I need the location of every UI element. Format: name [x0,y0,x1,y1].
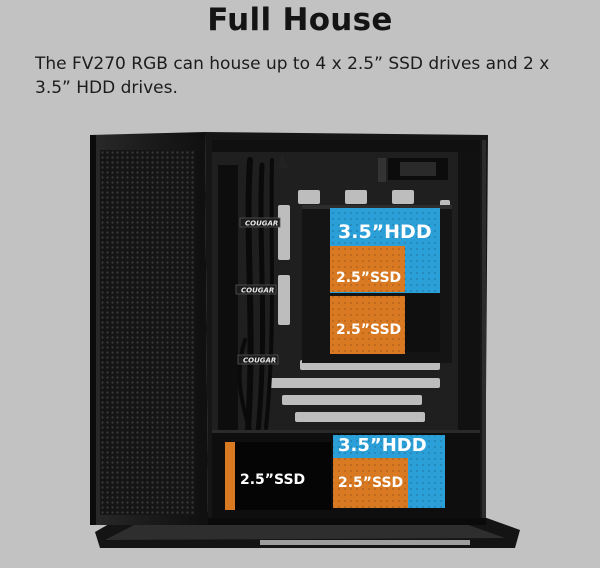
cable-channel [218,165,238,515]
lower-ssd-black-label: 2.5”SSD [240,472,305,488]
description-text: The FV270 RGB can house up to 4 x 2.5” S… [35,54,550,98]
upper-ssd-1-label: 2.5”SSD [336,270,401,286]
strap-brand-label: COUGAR [243,357,276,365]
lower-ssd-orange-label: 2.5”SSD [338,475,403,491]
cable-cutouts [270,190,450,422]
upper-ssd-2-label: 2.5”SSD [336,322,401,338]
upper-hdd-label: 3.5”HDD [338,221,432,243]
rear-pillar [458,140,480,520]
front-mesh [100,150,195,515]
lower-hdd-label: 3.5”HDD [338,435,427,456]
lower-ssd-black [225,442,331,510]
strap-brand-label: COUGAR [241,287,274,295]
page-title: Full House [207,2,393,38]
cable-straps: COUGAR COUGAR COUGAR [235,217,281,365]
strap-brand-label: COUGAR [245,220,278,228]
